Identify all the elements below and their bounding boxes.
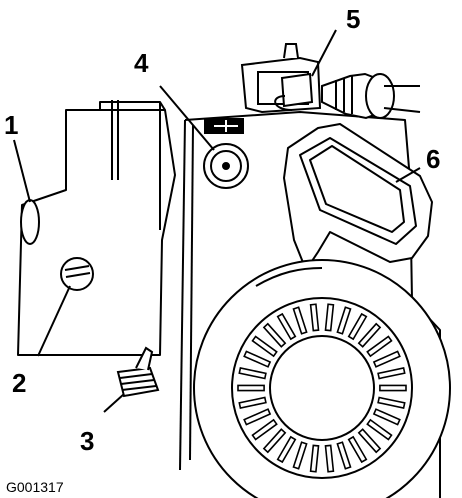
vent-slot xyxy=(276,435,297,464)
vent-slot xyxy=(251,335,278,358)
vent-slots xyxy=(237,303,407,473)
vent-slot xyxy=(379,384,407,392)
throttle-lever xyxy=(116,346,160,398)
vent-slot xyxy=(357,428,382,454)
callout-3: 3 xyxy=(80,426,94,456)
callout-1: 1 xyxy=(4,110,18,140)
vent-slot xyxy=(309,303,320,332)
leader-lines xyxy=(13,29,421,413)
fuel-cap-knob xyxy=(60,257,94,291)
oil-fill-cap xyxy=(203,143,249,189)
engine-cover xyxy=(17,100,176,356)
vent-slot xyxy=(243,350,272,368)
vent-slot xyxy=(262,322,287,348)
vent-slot xyxy=(377,367,406,380)
choke-lever xyxy=(20,199,40,245)
vent-slot xyxy=(324,444,335,473)
recoil-starter xyxy=(193,259,451,498)
vent-slot xyxy=(238,367,267,380)
starter-handle xyxy=(283,123,433,271)
spark-plug-boot xyxy=(240,43,421,120)
vent-slot xyxy=(243,408,272,426)
vent-slot xyxy=(372,408,401,426)
figure-id: G001317 xyxy=(6,479,64,495)
callout-4: 4 xyxy=(134,48,149,78)
vent-slot xyxy=(292,306,308,335)
vent-slot xyxy=(276,312,297,341)
vent-slot xyxy=(336,306,352,335)
vent-slot xyxy=(251,418,278,441)
vent-slot xyxy=(237,384,265,392)
vent-slot xyxy=(366,418,393,441)
vent-slot xyxy=(336,441,352,470)
vent-slot xyxy=(366,335,393,358)
callout-2: 2 xyxy=(12,368,26,398)
vent-slot xyxy=(238,396,267,409)
vent-slot xyxy=(262,428,287,454)
callout-6: 6 xyxy=(426,144,440,174)
callout-5: 5 xyxy=(346,4,360,34)
vent-slot xyxy=(377,396,406,409)
vent-slot xyxy=(324,303,335,332)
vent-slot xyxy=(372,350,401,368)
badge xyxy=(204,118,244,134)
vent-slot xyxy=(292,441,308,470)
vent-slot xyxy=(357,322,382,348)
vent-slot xyxy=(347,435,368,464)
vent-slot xyxy=(347,312,368,341)
vent-slot xyxy=(309,444,320,473)
